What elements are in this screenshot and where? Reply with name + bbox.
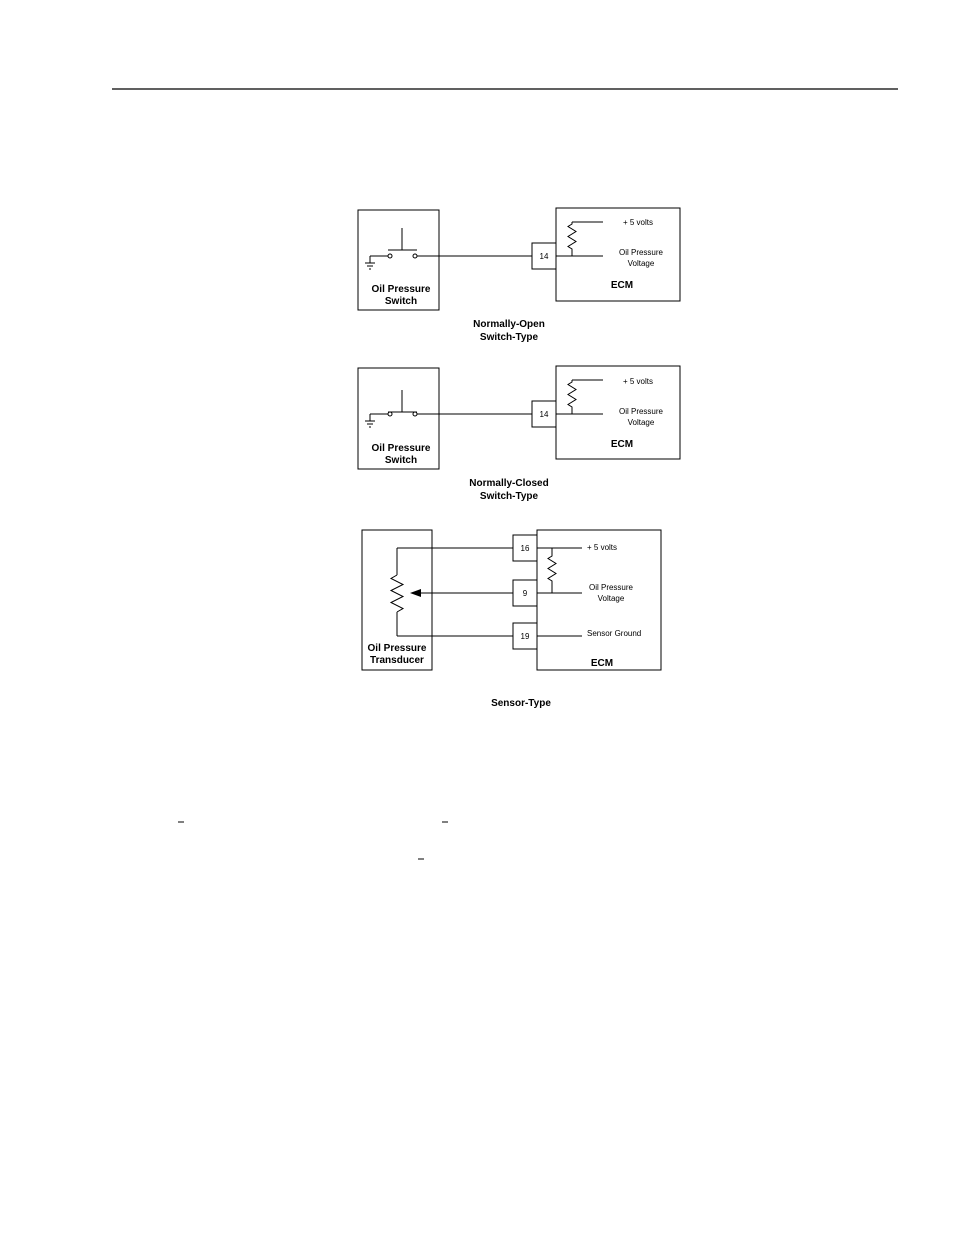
- caption: Sensor-Type: [491, 698, 551, 709]
- caption-line1: Normally-Closed: [469, 478, 548, 489]
- ecm-label: ECM: [611, 280, 633, 291]
- signal-label-line1: Oil Pressure: [619, 407, 664, 416]
- supply-label: + 5 volts: [623, 218, 653, 227]
- ecm-label: ECM: [591, 658, 613, 669]
- pin-label: 14: [540, 252, 549, 261]
- signal-label-line2: Voltage: [598, 594, 625, 603]
- supply-label: + 5 volts: [587, 543, 617, 552]
- caption-line1: Normally-Open: [473, 319, 545, 330]
- transducer-label-line1: Oil Pressure: [368, 643, 427, 654]
- pin-label-16: 16: [521, 544, 530, 553]
- caption-line2: Switch-Type: [480, 332, 539, 343]
- supply-label: + 5 volts: [623, 377, 653, 386]
- sensor-type-diagram: Oil Pressure Transducer 16 9 19 + 5 volt…: [362, 530, 661, 709]
- pin-label-19: 19: [521, 632, 530, 641]
- switch-label-line1: Oil Pressure: [372, 443, 431, 454]
- signal-label-line2: Voltage: [628, 418, 655, 427]
- normally-closed-diagram: Oil Pressure Switch 14 + 5 volts Oil Pre…: [358, 366, 680, 502]
- switch-label-line2: Switch: [385, 296, 417, 307]
- caption-line2: Switch-Type: [480, 491, 539, 502]
- signal-label-line1: Oil Pressure: [619, 248, 664, 257]
- ground-label: Sensor Ground: [587, 629, 641, 638]
- switch-label-line2: Switch: [385, 455, 417, 466]
- switch-label-line1: Oil Pressure: [372, 284, 431, 295]
- signal-label-line2: Voltage: [628, 259, 655, 268]
- signal-label-line1: Oil Pressure: [589, 583, 634, 592]
- pin-label: 14: [540, 410, 549, 419]
- normally-open-diagram: Oil Pressure Switch 14 + 5 volts Oil Pre…: [358, 208, 680, 343]
- ecm-label: ECM: [611, 439, 633, 450]
- transducer-label-line2: Transducer: [370, 655, 424, 666]
- pin-label-9: 9: [523, 589, 528, 598]
